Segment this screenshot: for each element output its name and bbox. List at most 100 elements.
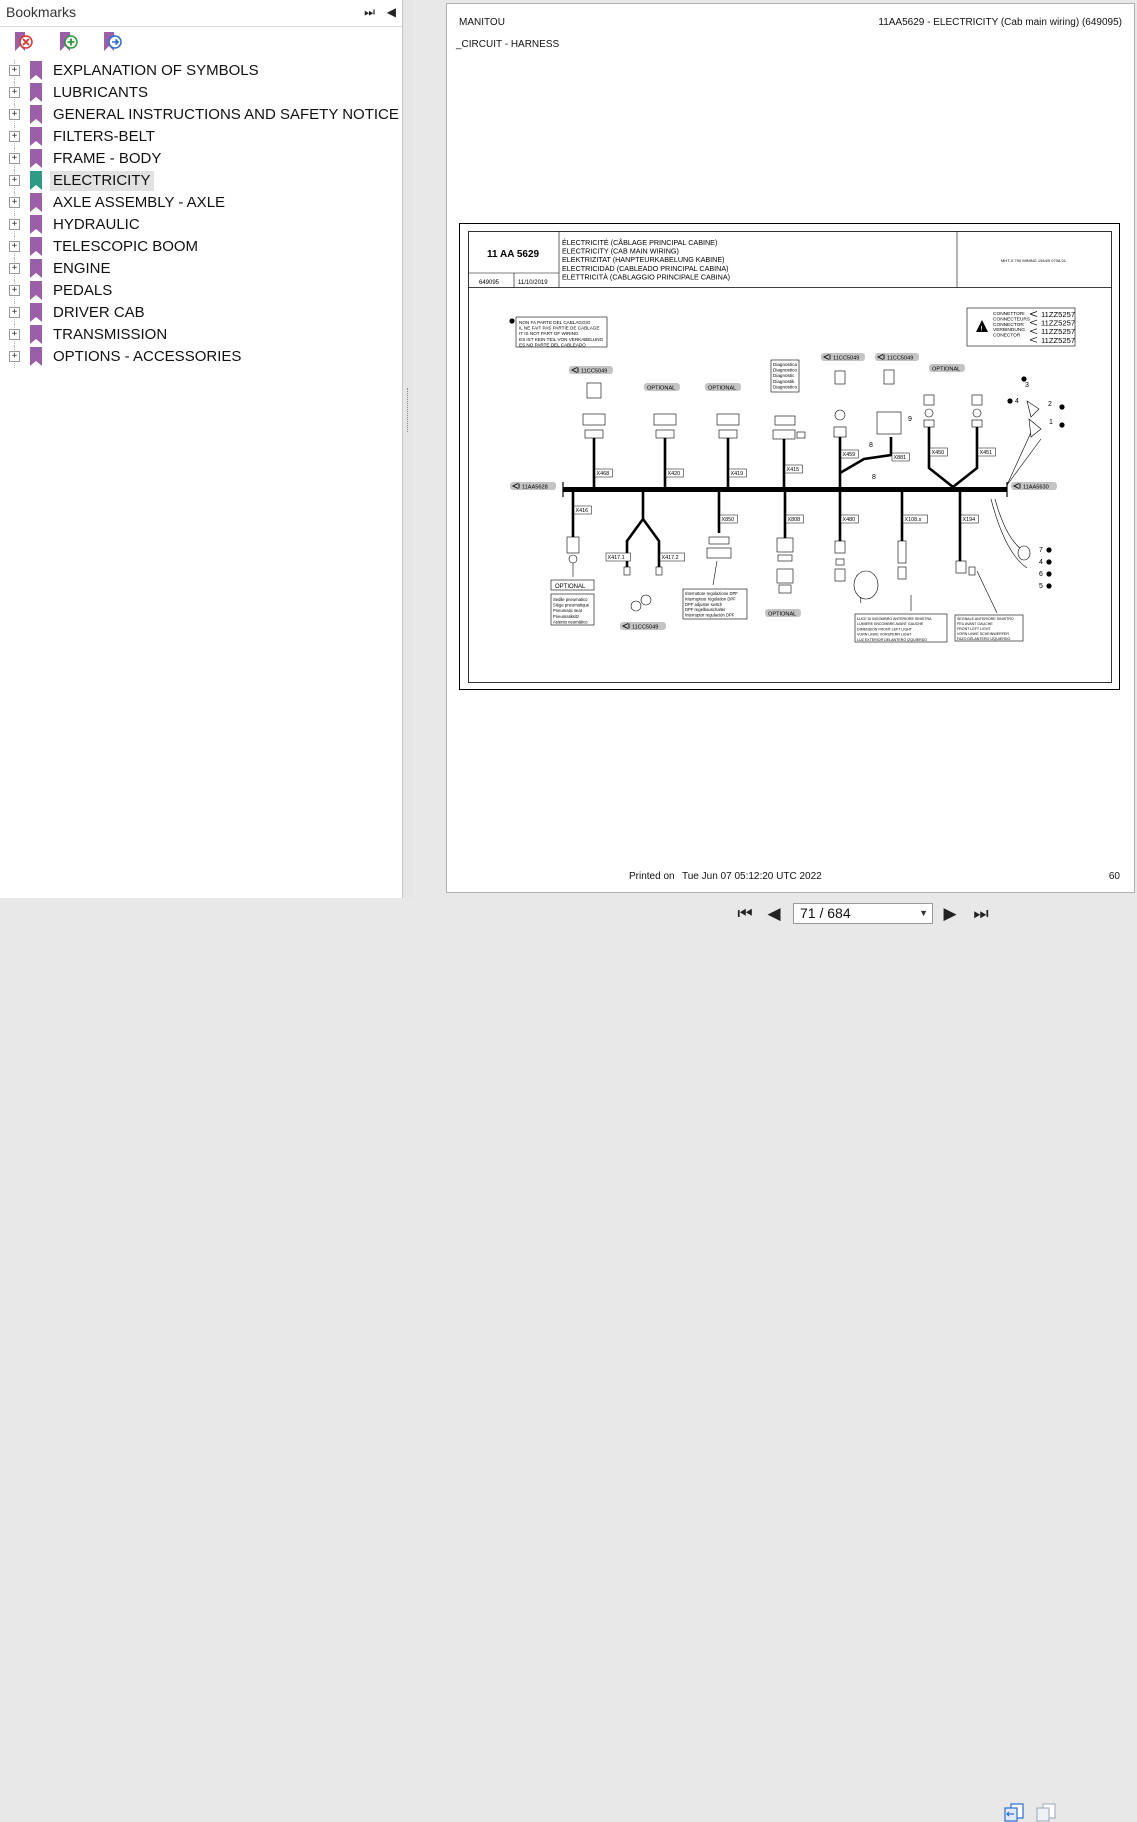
expand-toggle-icon[interactable]: + <box>9 65 20 76</box>
bookmark-icon <box>30 259 42 278</box>
bookmark-label: EXPLANATION OF SYMBOLS <box>53 62 259 79</box>
page-header-title: 11AA5629 - ELECTRICITY (Cab main wiring)… <box>878 17 1122 28</box>
diagnostic-line: Diagnostik <box>773 379 795 384</box>
x-label-text: X450 <box>932 450 945 456</box>
x-label-box <box>659 552 685 562</box>
x-label-text: X419 <box>731 471 744 477</box>
first-page-icon[interactable]: ⏮ <box>737 904 753 924</box>
callout-dot-icon <box>1046 571 1052 577</box>
dpf-line: Interruptor regulación DPF <box>685 613 735 618</box>
bookmark-item[interactable]: + TRANSMISSION <box>0 324 400 346</box>
light-right-line: FAZO DELANTERO IZQUIERDO <box>957 637 1011 641</box>
panel-splitter[interactable] <box>403 0 413 898</box>
bookmark-item[interactable]: + TELESCOPIC BOOM <box>0 236 400 258</box>
drawing-title-line: ÉLECTRICITÉ (CÂBLAGE PRINCIPAL CABINE) <box>562 238 717 247</box>
page-subheader: _CIRCUIT - HARNESS <box>456 39 560 50</box>
x-label-box <box>891 452 910 462</box>
optional-box: OPTIONAL <box>555 584 586 590</box>
expand-toggle-icon[interactable]: + <box>9 197 20 208</box>
bookmark-item[interactable]: +GENERAL INSTRUCTIONS AND SAFETY NOTICE <box>0 104 400 126</box>
bookmark-item[interactable]: + FRAME - BODY <box>0 148 400 170</box>
expand-toggle-icon[interactable]: + <box>9 131 20 142</box>
page-number-input[interactable]: 71 / 684 ▼ <box>793 903 933 924</box>
drawing-title-line: ELEKTRIZITAT (HANPTEURKABELUNG KABINE) <box>562 255 725 264</box>
connector-arrow-icon <box>1029 336 1038 343</box>
bookmark-item[interactable]: +HYDRAULIC <box>0 214 400 236</box>
bookmark-item[interactable]: + LUBRICANTS <box>0 82 400 104</box>
tag-text: OPTIONAL <box>768 611 796 617</box>
expand-toggle-icon[interactable]: + <box>9 263 20 274</box>
expand-toggle-icon[interactable]: + <box>9 109 20 120</box>
add-bookmark-icon[interactable] <box>57 31 79 53</box>
x-label-box <box>728 468 747 478</box>
collapse-panel-icon[interactable]: ◀ <box>386 5 396 19</box>
expand-toggle-icon[interactable]: + <box>9 219 20 230</box>
add-child-bookmark-icon[interactable] <box>101 31 123 53</box>
expand-toggle-icon[interactable]: + <box>9 329 20 340</box>
bookmark-item[interactable]: + EXPLANATION OF SYMBOLS <box>0 60 400 82</box>
expand-toggle-icon[interactable]: + <box>9 153 20 164</box>
page-dropdown-icon[interactable]: ▼ <box>919 908 928 918</box>
connector-arrow-icon <box>1029 328 1038 335</box>
expand-toggle-icon[interactable]: + <box>9 241 20 252</box>
expand-toggle-icon[interactable]: + <box>9 351 20 362</box>
seat-line: Asiento neumático <box>553 619 588 624</box>
bookmark-item[interactable]: +ENGINE <box>0 258 400 280</box>
note-line: IT IS NOT PART OF WIRING <box>519 331 579 336</box>
tag-cc-bottom: 11CC5049 <box>620 622 666 630</box>
tag-right-end: 11AA5630 <box>1011 482 1057 490</box>
expand-toggle-icon[interactable]: + <box>9 307 20 318</box>
x-label-box <box>573 505 592 515</box>
connector-arrow-icon <box>1029 311 1038 317</box>
connector-symbols <box>566 369 1042 612</box>
drawing-date: 11/10/2019 <box>518 280 548 286</box>
bookmark-item[interactable]: +OPTIONS - ACCESSORIES <box>0 346 400 368</box>
last-page-icon[interactable]: ⏭ <box>973 904 989 924</box>
splitter-grip[interactable] <box>407 388 410 432</box>
expand-toggle-icon[interactable]: + <box>9 87 20 98</box>
callout-number: 8 <box>869 442 873 449</box>
callout-number: 2 <box>1048 401 1052 408</box>
previous-page-icon[interactable]: ◀ <box>767 904 781 924</box>
expand-toggle-icon[interactable]: + <box>9 175 20 186</box>
expand-panel-icon[interactable]: ⏭ <box>364 5 375 19</box>
bookmark-label: TRANSMISSION <box>53 326 168 343</box>
bookmark-label: AXLE ASSEMBLY - AXLE <box>53 194 226 211</box>
bookmark-icon <box>30 281 42 300</box>
x-label-box <box>840 449 859 459</box>
svg-text:!: ! <box>981 327 983 333</box>
connector-word: CONNECTOR <box>993 322 1024 328</box>
callout-dot-icon <box>1021 376 1027 382</box>
connector-code: 11ZZ5257 <box>1041 319 1075 328</box>
expand-toggle-icon[interactable]: + <box>9 285 20 296</box>
bookmark-item[interactable]: +ELECTRICITY <box>0 170 400 192</box>
light-left-line: LUMIERE ENCOMBRE AVANT GAUCHE <box>857 622 924 626</box>
next-page-icon[interactable]: ▶ <box>943 904 957 924</box>
bookmark-icon <box>30 193 42 212</box>
bookmark-label: LUBRICANTS <box>53 84 149 101</box>
connector-code: 11ZZ5257 <box>1041 336 1075 345</box>
bookmark-item[interactable]: + AXLE ASSEMBLY - AXLE <box>0 192 400 214</box>
drawing-title-line: ELECTRICITY (CAB MAIN WIRING) <box>562 247 679 256</box>
delete-bookmark-icon[interactable] <box>12 31 34 53</box>
bookmark-item[interactable]: +FILTERS-BELT <box>0 126 400 148</box>
tag-text: 11CC5049 <box>887 355 913 361</box>
go-forward-view-icon[interactable] <box>1035 1802 1057 1822</box>
bookmark-item[interactable]: +PEDALS <box>0 280 400 302</box>
dpf-legend: Interruttore regolazione DPFInterrupteur… <box>685 591 738 618</box>
bookmark-label: TELESCOPIC BOOM <box>53 238 199 255</box>
x-label-box <box>784 464 803 474</box>
dpf-line: DPF regelbauschalter <box>685 607 726 612</box>
tag-text: 11AA5628 <box>522 484 548 490</box>
callout-number: 1 <box>1049 419 1053 426</box>
bookmark-label: FRAME - BODY <box>53 150 162 167</box>
x-label-text: X468 <box>597 471 610 477</box>
bookmark-item[interactable]: +DRIVER CAB <box>0 302 400 324</box>
drawing-code: 11 AA 5629 <box>487 249 540 260</box>
go-back-view-icon[interactable] <box>1003 1802 1025 1822</box>
light-right-line: FEU AVANT GAUCHE <box>957 622 993 626</box>
callout-dot-icon <box>1046 559 1052 565</box>
